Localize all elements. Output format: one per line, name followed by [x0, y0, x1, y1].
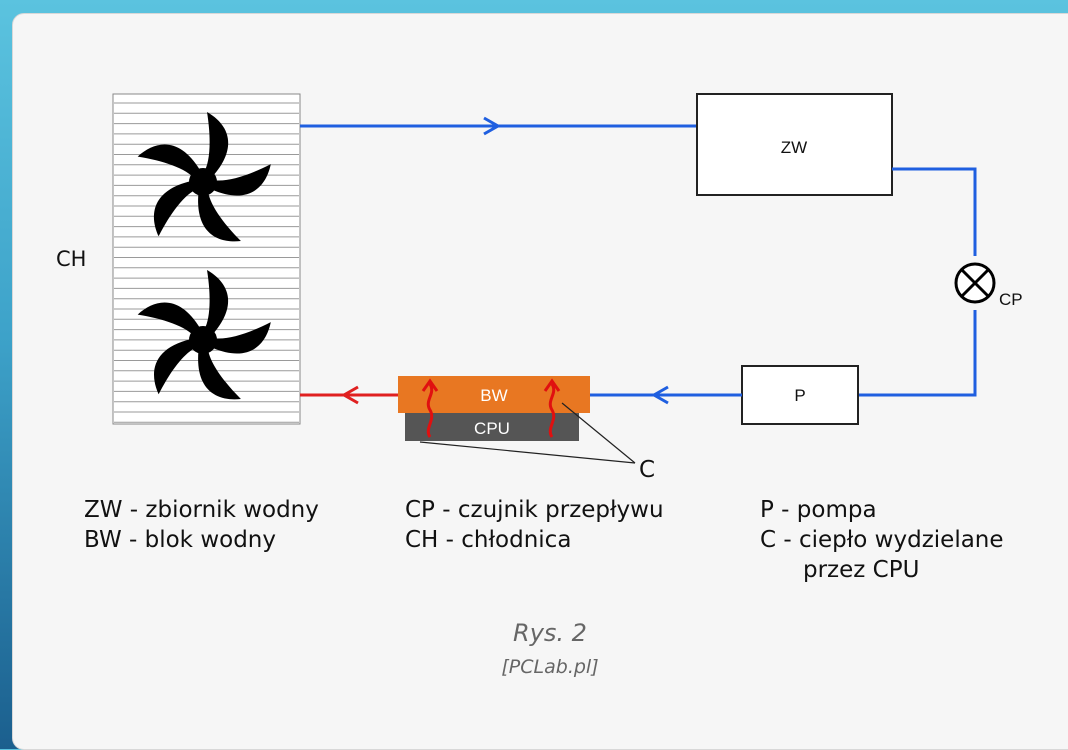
flow-arrow-bottom-cold [650, 385, 669, 405]
flow-arrow-top [483, 116, 502, 136]
legend-column-2: CP - czujnik przepływu CH - chłodnica [405, 495, 664, 555]
heat-arrow-left-icon [421, 378, 439, 438]
legend-column-3: P - pompa C - ciepło wydzielane przez CP… [760, 495, 1004, 585]
reservoir-box [696, 93, 893, 196]
legend-item-cp: CP - czujnik przepływu [405, 497, 664, 523]
pipe-right [892, 167, 977, 256]
pipe-right-lower [858, 310, 977, 397]
figure-caption: Rys. 2 [513, 619, 587, 647]
legend-item-bw: BW - blok wodny [84, 527, 276, 553]
cpu-label: CPU [474, 419, 510, 438]
flow-sensor-icon [954, 262, 996, 304]
heat-arrow-right-icon [543, 378, 561, 438]
water-block-label: BW [480, 386, 507, 405]
radiator [112, 93, 301, 425]
heat-label: C [639, 457, 655, 483]
heat-pointer-line-1 [419, 441, 636, 464]
legend-item-ch: CH - chłodnica [405, 527, 572, 553]
flow-sensor-label: CP [999, 290, 1023, 309]
legend-item-p: P - pompa [760, 497, 877, 523]
flow-arrow-bottom-hot [340, 385, 359, 405]
figure-source: [PCLab.pl] [501, 656, 599, 678]
pump-label: P [794, 386, 805, 405]
legend-item-c: C - ciepło wydzielane [760, 527, 1004, 553]
legend-item-c-continued: przez CPU [803, 557, 920, 583]
radiator-label: CH [56, 247, 86, 271]
legend-column-1: ZW - zbiornik wodny BW - blok wodny [84, 495, 319, 555]
heat-pointer-line-2 [561, 402, 636, 464]
legend-item-zw: ZW - zbiornik wodny [84, 497, 319, 523]
reservoir-label: ZW [781, 138, 807, 157]
